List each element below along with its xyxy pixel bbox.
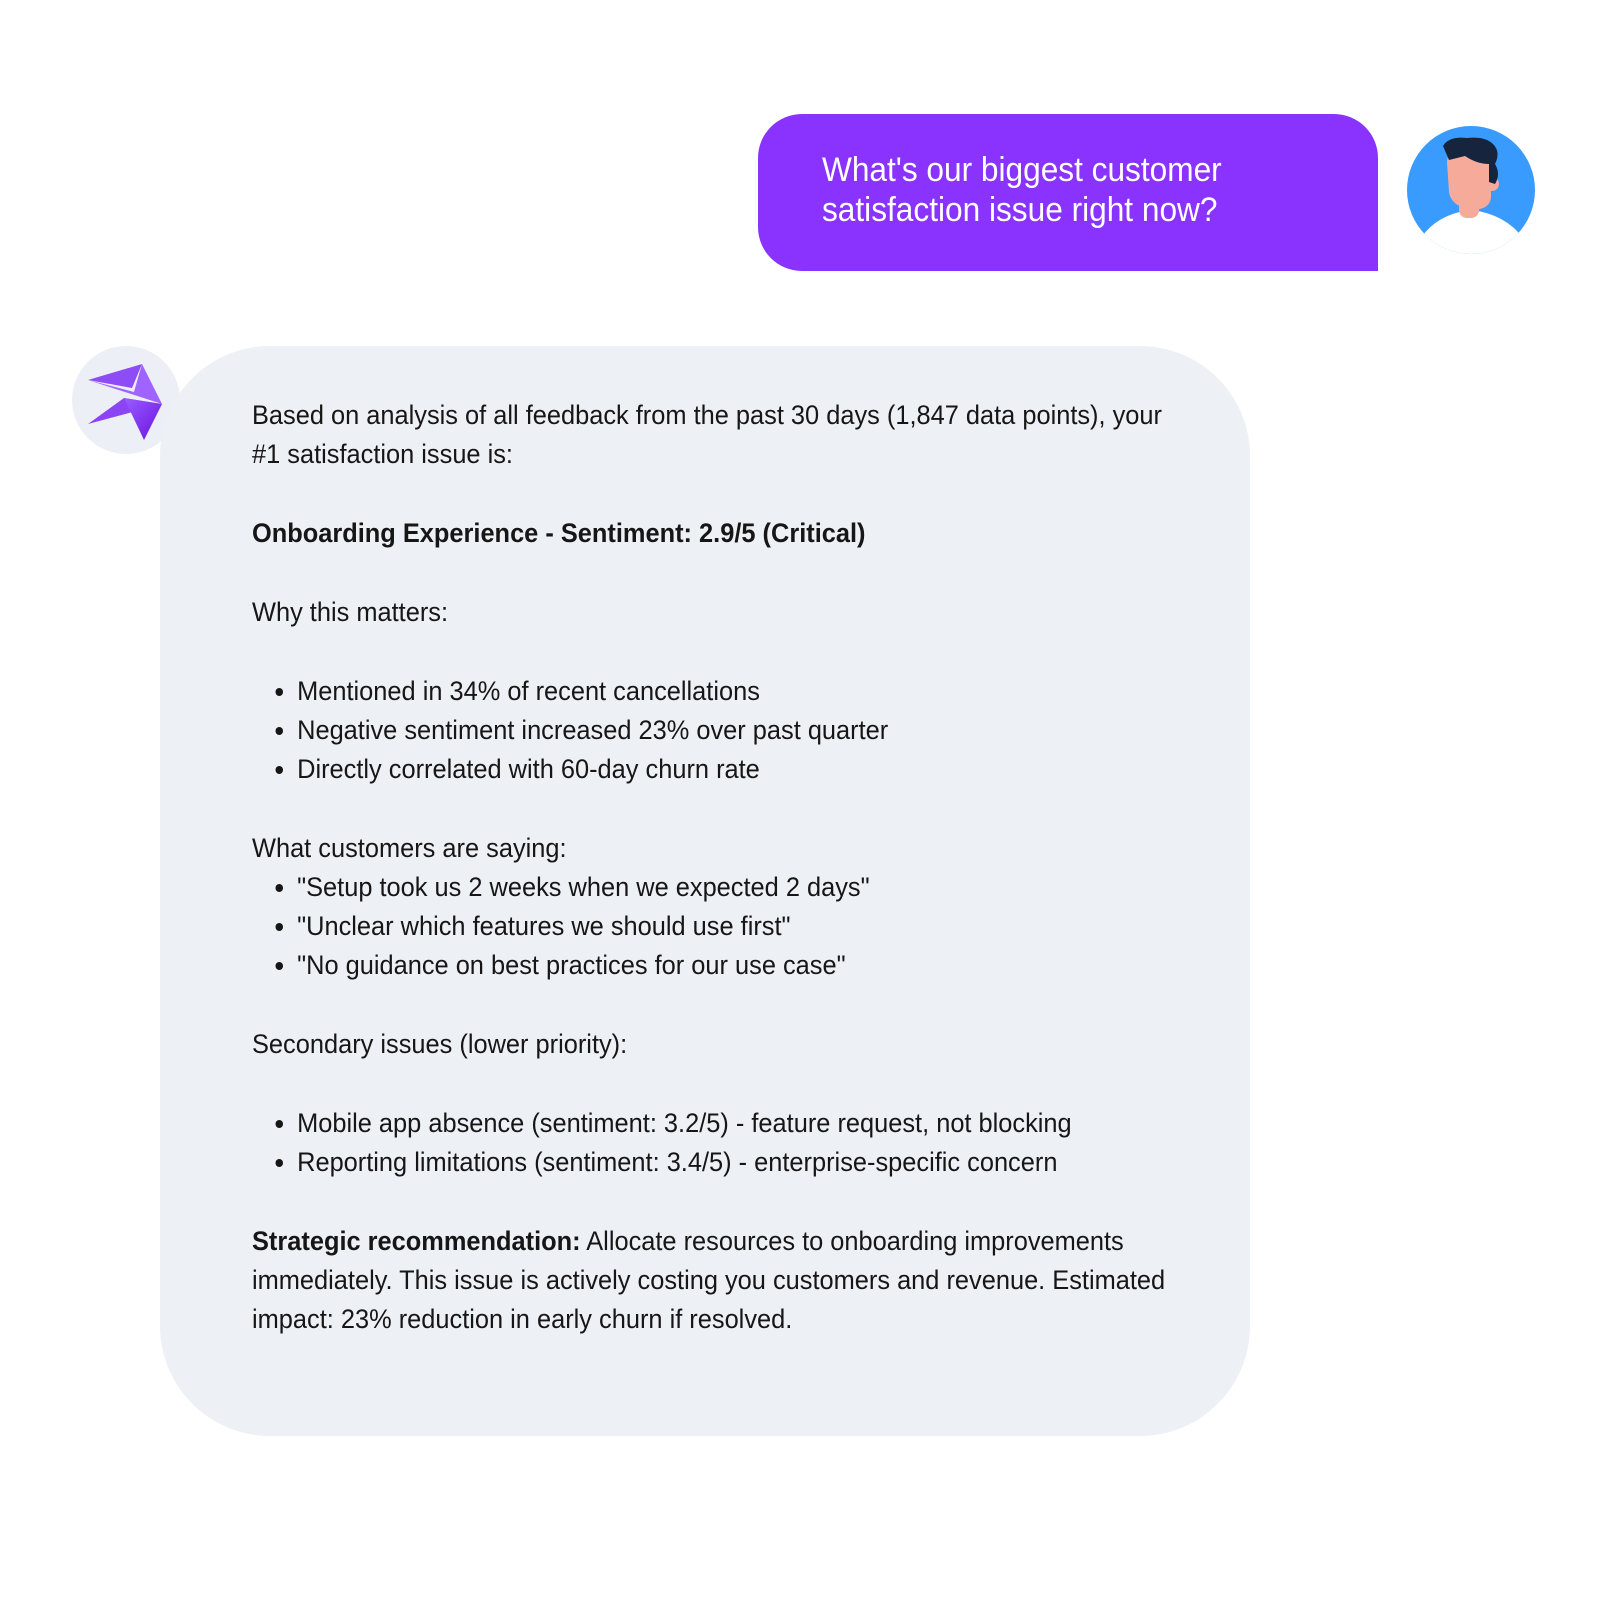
list-item: Mentioned in 34% of recent cancellations [297, 672, 1192, 711]
list-item: "No guidance on best practices for our u… [297, 946, 1192, 985]
quotes-heading: What customers are saying: [252, 833, 567, 863]
assistant-message-bubble: Based on analysis of all feedback from t… [160, 346, 1250, 1436]
user-message-bubble: What's our biggest customer satisfaction… [758, 114, 1426, 271]
list-item: "Unclear which features we should use fi… [297, 907, 1192, 946]
list-item: Directly correlated with 60-day churn ra… [297, 750, 1192, 789]
secondary-heading: Secondary issues (lower priority): [252, 1029, 628, 1059]
quotes-list: "Setup took us 2 weeks when we expected … [252, 868, 1192, 985]
user-avatar-icon [1407, 126, 1535, 254]
list-item: Negative sentiment increased 23% over pa… [297, 711, 1192, 750]
user-message-text: What's our biggest customer satisfaction… [822, 151, 1222, 229]
recommendation-label: Strategic recommendation: [252, 1226, 581, 1256]
secondary-list: Mobile app absence (sentiment: 3.2/5) - … [252, 1104, 1192, 1182]
list-item: "Setup took us 2 weeks when we expected … [297, 868, 1192, 907]
intro-text: Based on analysis of all feedback from t… [252, 400, 1162, 469]
recommendation: Strategic recommendation: Allocate resou… [252, 1222, 1192, 1339]
list-item: Reporting limitations (sentiment: 3.4/5)… [297, 1143, 1192, 1182]
recommendation-text: Allocate resources to onboarding improve… [252, 1226, 1166, 1334]
headline: Onboarding Experience - Sentiment: 2.9/5… [252, 518, 866, 548]
list-item: Mobile app absence (sentiment: 3.2/5) - … [297, 1104, 1192, 1143]
assistant-message-content: Based on analysis of all feedback from t… [252, 396, 1192, 1339]
why-list: Mentioned in 34% of recent cancellations… [252, 672, 1192, 789]
why-heading: Why this matters: [252, 597, 449, 627]
sparkle-star-icon [88, 364, 162, 440]
